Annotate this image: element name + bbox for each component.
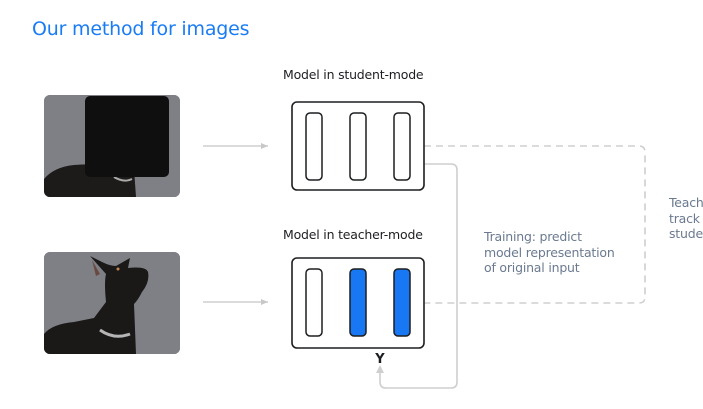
mask-patch [85,96,169,177]
student-model [291,101,425,191]
training-note-line: Training: predict [484,229,582,244]
training-loop-connector [379,163,458,389]
original-input-image [44,252,180,354]
ema-symbol: Y [374,352,385,367]
teacher-model [291,257,425,349]
training-loop-arrowhead [376,365,384,373]
student-layer-bar [305,112,323,181]
student-mode-label: Model in student-mode [283,67,424,82]
masked-input-image [44,95,180,197]
teacher-layer-bar [305,268,323,337]
teacher-layer-bar [349,268,367,337]
dog-image-icon [44,252,180,354]
page-title: Our method for images [32,18,250,40]
tracking-dashed-connector [424,145,646,304]
teacher-layer-bar [393,268,411,337]
student-layer-bar [393,112,411,181]
teacher-note-line: Teach [669,195,703,210]
teacher-note-line: track [669,210,700,226]
student-layer-bar [349,112,367,181]
training-note: Training: predict model representation o… [484,229,615,276]
teacher-note-line: stude [669,226,703,241]
teacher-note: Teach track stude [669,195,703,242]
teacher-mode-label: Model in teacher-mode [283,227,423,242]
training-note-line: of original input [484,260,580,275]
training-note-line: model representation [484,244,615,260]
